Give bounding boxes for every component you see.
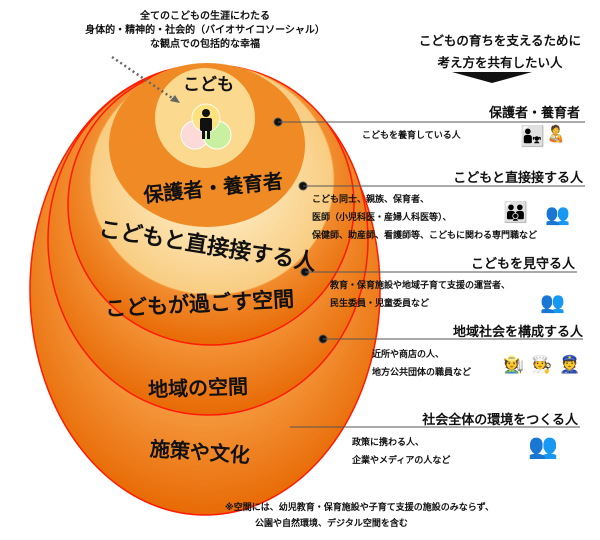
footnote: ※空間には、幼児教育・保育施設や子育て支援の施設のみならず、公園や自然環境、デジ…	[225, 503, 494, 529]
group-desc-society: 政策に携わる人、企業やメディアの人など	[352, 438, 451, 466]
group-title-guardians: 保護者・養育者	[488, 106, 580, 121]
audience-heading: こどもの育ちを支えるために考え方を共有したい人	[418, 33, 582, 70]
officer-icon: 👮	[559, 355, 581, 375]
label-community-space: 地域の空間	[147, 374, 249, 402]
people-group-icon: 👥	[528, 432, 558, 460]
group-title-community: 地域社会を構成する人	[452, 325, 583, 340]
group-title-direct-contact: こどもと直接接する人	[453, 171, 583, 186]
group-title-society: 社会全体の環境をつくる人	[422, 413, 578, 428]
clerk-icon: 🧑‍🍳	[531, 355, 553, 375]
people-group-icon: 👥	[545, 202, 570, 226]
group-desc-direct-contact: こども同士、親族、保育者、医師（小児科医・産婦人科医等）、保健師、助産師、看護師…	[312, 195, 538, 241]
label-child: こども	[183, 75, 234, 95]
group-desc-community: 近所や商店の人、地方公共団体の職員など	[372, 350, 472, 378]
down-arrow-icon	[452, 72, 532, 83]
group-title-watchers: こどもを見守る人	[470, 257, 575, 272]
caregiver-icon: 🧑‍🍼	[546, 124, 566, 143]
group-desc-guardians: こどもを養育している人	[362, 131, 461, 141]
people-group-icon: 👥	[540, 290, 565, 314]
parent-child-icon: 👨‍👧	[520, 124, 545, 148]
child-icon	[200, 109, 212, 139]
wellbeing-note: 全てのこどもの生涯にわたる身体的・精神的・社会的（バイオサイコソーシャル）な観点…	[85, 11, 325, 50]
family-group-icon: 👪	[503, 200, 528, 224]
group-desc-watchers: 教育・保育施設や地域子育て支援の運営者、民生委員・児童委員など	[330, 281, 511, 309]
shopkeeper-icon: 🧑‍🌾	[503, 355, 525, 375]
